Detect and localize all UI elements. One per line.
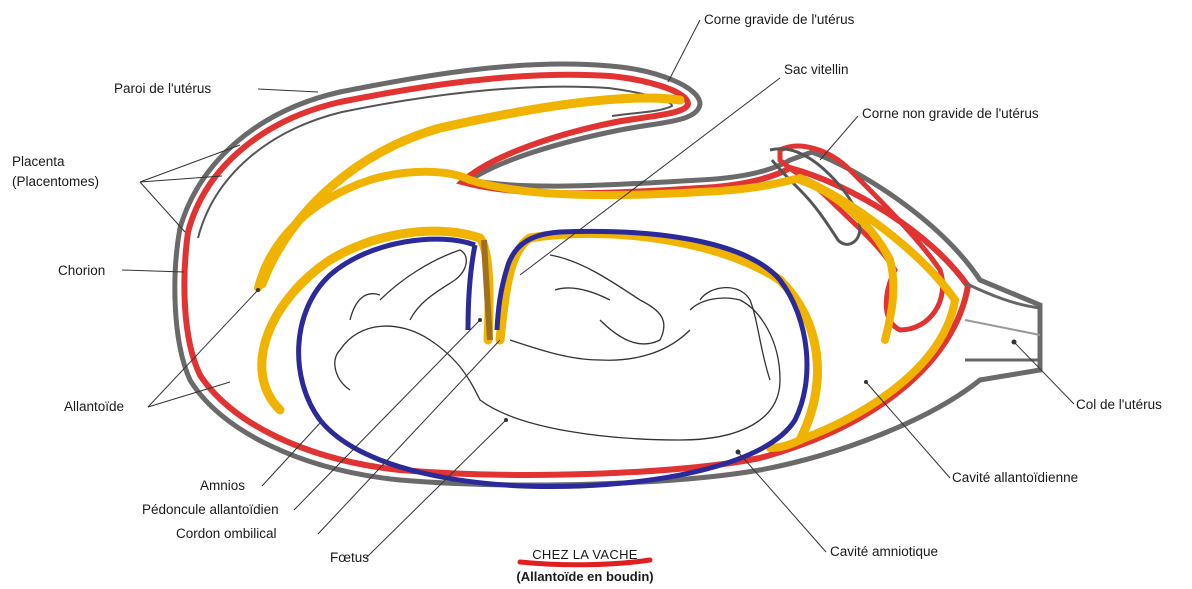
allantois-fetal-loop bbox=[262, 231, 489, 410]
label-cavite-amniotique: Cavité amniotique bbox=[830, 544, 938, 560]
col-shape bbox=[965, 283, 1040, 360]
dot-cavite-amniotique bbox=[736, 450, 741, 455]
label-foetus: Fœtus bbox=[330, 550, 369, 566]
caption-subtitle: (Allantoïde en boudin) bbox=[490, 569, 680, 584]
amnion-left-stem bbox=[468, 245, 475, 330]
label-corne-gravide: Corne gravide de l'utérus bbox=[704, 12, 854, 28]
leader-corne-non-gravide bbox=[820, 116, 858, 160]
dot-allantoide bbox=[256, 288, 260, 292]
label-col: Col de l'utérus bbox=[1076, 397, 1162, 413]
dot-pedoncule bbox=[478, 318, 482, 322]
marker-dots bbox=[256, 288, 1017, 455]
leader-placenta-3 bbox=[140, 182, 185, 232]
allantois-fetal-loop-right bbox=[500, 233, 817, 440]
leader-corne-gravide bbox=[668, 20, 700, 82]
label-sac-vitellin: Sac vitellin bbox=[784, 62, 849, 78]
leader-paroi bbox=[258, 89, 318, 92]
fetus-body bbox=[340, 298, 780, 440]
leader-allantoide-1 bbox=[148, 290, 258, 407]
dot-foetus bbox=[504, 418, 508, 422]
foetus-drawing bbox=[335, 250, 780, 440]
caption-title: CHEZ LA VACHE bbox=[520, 547, 650, 562]
fetus-hind-leg-2 bbox=[350, 294, 380, 320]
label-corne-non-gravide: Corne non gravide de l'utérus bbox=[862, 106, 1039, 122]
leader-foetus bbox=[366, 420, 506, 558]
label-placentomes: (Placentomes) bbox=[12, 174, 99, 190]
label-allantoide: Allantoïde bbox=[64, 399, 124, 415]
dot-cavite-allantoidienne bbox=[864, 380, 868, 384]
fetus-front-leg bbox=[550, 255, 664, 344]
fetus-front-leg-2 bbox=[555, 288, 610, 300]
label-cordon: Cordon ombilical bbox=[176, 526, 277, 542]
dot-col bbox=[1012, 340, 1017, 345]
label-pedoncule: Pédoncule allantoïdien bbox=[142, 502, 279, 518]
label-placenta: Placenta bbox=[12, 154, 65, 170]
leader-cordon bbox=[318, 340, 500, 534]
fetus-hind-leg bbox=[380, 250, 466, 320]
allantois bbox=[258, 98, 955, 448]
cervix-mid bbox=[965, 320, 1040, 335]
uterus-inner-outline bbox=[198, 87, 672, 238]
label-cavite-allantoidienne: Cavité allantoïdienne bbox=[952, 470, 1078, 486]
leader-cavite-allantoidienne bbox=[866, 382, 950, 478]
fetus-belly bbox=[510, 330, 690, 360]
label-paroi: Paroi de l'utérus bbox=[114, 81, 211, 97]
label-amnios: Amnios bbox=[200, 478, 245, 494]
label-chorion: Chorion bbox=[58, 263, 105, 279]
amnion bbox=[299, 231, 807, 486]
amnion-ring bbox=[299, 231, 807, 486]
fetus-rump bbox=[335, 350, 350, 390]
fetus-head bbox=[700, 288, 770, 380]
